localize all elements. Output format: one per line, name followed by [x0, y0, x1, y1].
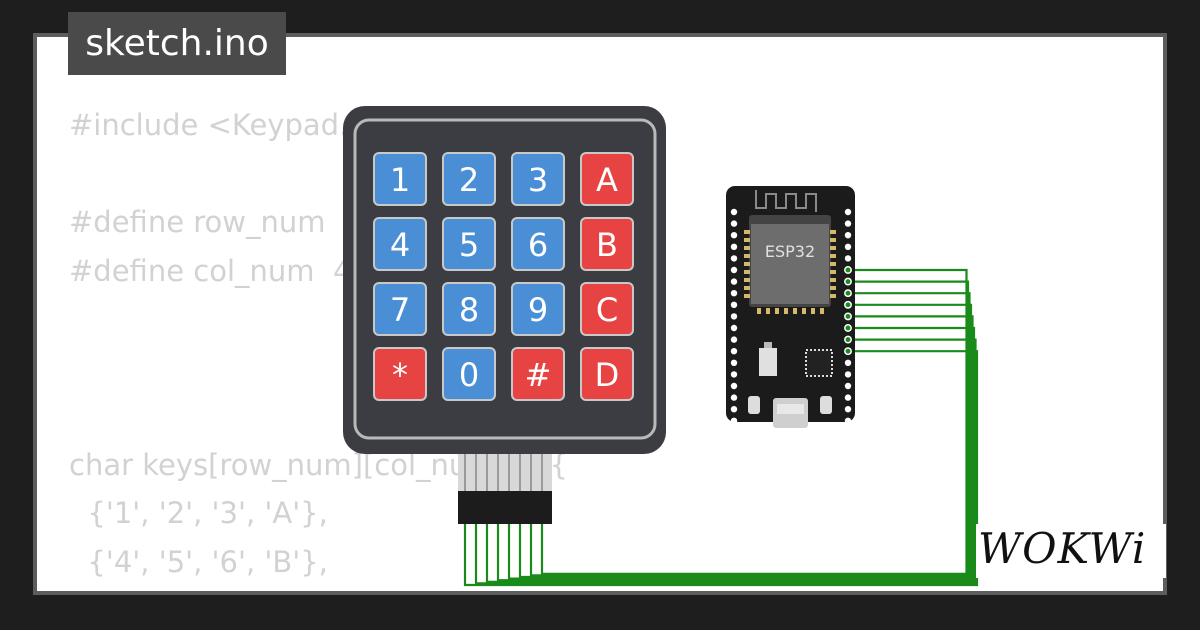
wire	[496, 315, 974, 582]
keypad-key-A[interactable]: A	[580, 152, 634, 206]
keypad-key-#[interactable]: #	[511, 347, 565, 401]
keypad-key-6[interactable]: 6	[511, 217, 565, 271]
keypad-key-label: 0	[459, 356, 479, 394]
wire	[463, 350, 979, 587]
keypad-key-5[interactable]: 5	[442, 217, 496, 271]
wire	[518, 292, 971, 579]
keypad-key-label: C	[596, 291, 618, 329]
keypad-key-label: 5	[459, 226, 479, 264]
logo-background	[976, 524, 1166, 578]
reset-button[interactable]	[820, 396, 832, 414]
wire	[507, 303, 973, 580]
keypad-key-2[interactable]: 2	[442, 152, 496, 206]
keypad-key-B[interactable]: B	[580, 217, 634, 271]
keypad-key-label: 8	[459, 291, 479, 329]
keypad-key-8[interactable]: 8	[442, 282, 496, 336]
keypad-key-label: A	[596, 161, 618, 199]
file-tab[interactable]: sketch.ino	[68, 12, 286, 75]
keypad-key-*[interactable]: *	[373, 347, 427, 401]
keypad-key-label: 1	[390, 161, 410, 199]
keypad-key-9[interactable]: 9	[511, 282, 565, 336]
keypad-key-7[interactable]: 7	[373, 282, 427, 336]
keypad-key-label: 3	[528, 161, 548, 199]
membrane-keypad[interactable]: 1 2 3 A 4 5 6 B 7 8 9 C * 0 # D	[343, 106, 666, 454]
code-line: #define row_num 4	[69, 205, 362, 239]
code-line: #define col_num 4	[69, 253, 352, 288]
keypad-key-4[interactable]: 4	[373, 217, 427, 271]
keypad-key-label: #	[525, 356, 552, 394]
wire	[540, 268, 968, 575]
keypad-key-0[interactable]: 0	[442, 347, 496, 401]
keypad-ribbon-cable	[458, 450, 552, 524]
code-line: {'4', '5', '6', 'B'},	[87, 544, 328, 579]
wire	[529, 280, 970, 577]
boot-button[interactable]	[748, 396, 760, 414]
keypad-key-3[interactable]: 3	[511, 152, 565, 206]
keypad-key-1[interactable]: 1	[373, 152, 427, 206]
keypad-key-label: 9	[528, 291, 548, 329]
wire	[474, 338, 977, 585]
keypad-key-label: D	[595, 356, 620, 394]
wire	[485, 326, 976, 583]
esp32-chip-label: ESP32	[765, 242, 815, 261]
keypad-key-label: 4	[390, 226, 410, 264]
keypad-key-label: *	[392, 356, 408, 394]
keypad-key-label: B	[596, 226, 618, 264]
esp32-board[interactable]: ESP32	[726, 186, 855, 428]
wokwi-logo: WOKWi	[978, 524, 1147, 573]
code-line: {'1', '2', '3', 'A'},	[87, 496, 328, 530]
keypad-key-label: 6	[528, 226, 548, 264]
keypad-key-D[interactable]: D	[580, 347, 634, 401]
keypad-key-label: 2	[459, 161, 479, 199]
wires	[463, 268, 979, 587]
keypad-key-label: 7	[390, 291, 410, 329]
keypad-key-C[interactable]: C	[580, 282, 634, 336]
